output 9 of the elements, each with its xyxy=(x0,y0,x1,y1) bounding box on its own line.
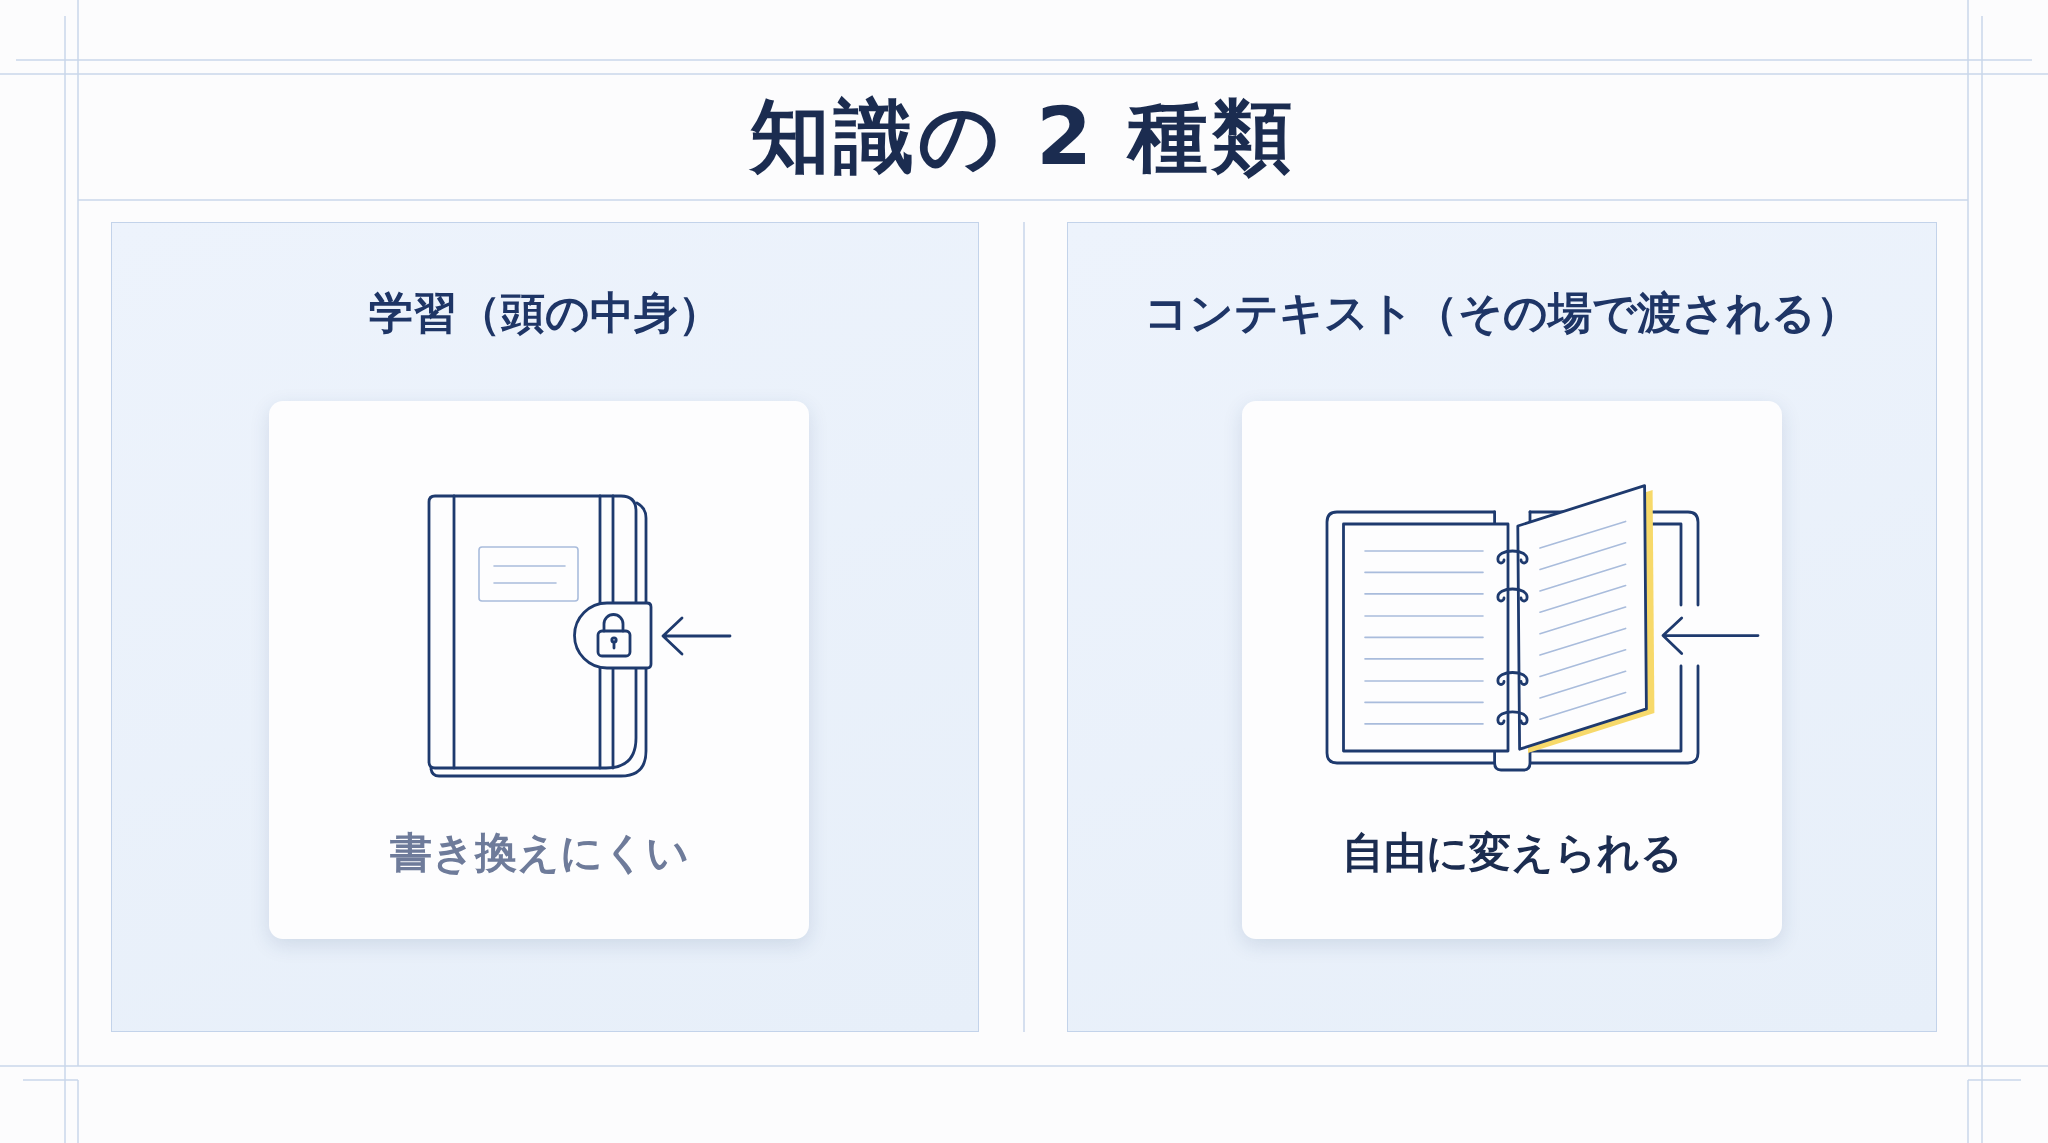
card xyxy=(1242,401,1782,939)
title: 知識の 2 種類 xyxy=(750,89,1296,185)
card-caption: 自由に変えられる xyxy=(1341,827,1683,879)
panel xyxy=(111,222,979,1032)
panel-heading: 学習（頭の中身） xyxy=(368,286,722,340)
panel-heading: コンテキスト（その場で渡される） xyxy=(1144,286,1860,340)
panel xyxy=(1067,222,1937,1032)
card xyxy=(269,401,809,939)
card-caption: 書き換えにくい xyxy=(389,827,689,879)
